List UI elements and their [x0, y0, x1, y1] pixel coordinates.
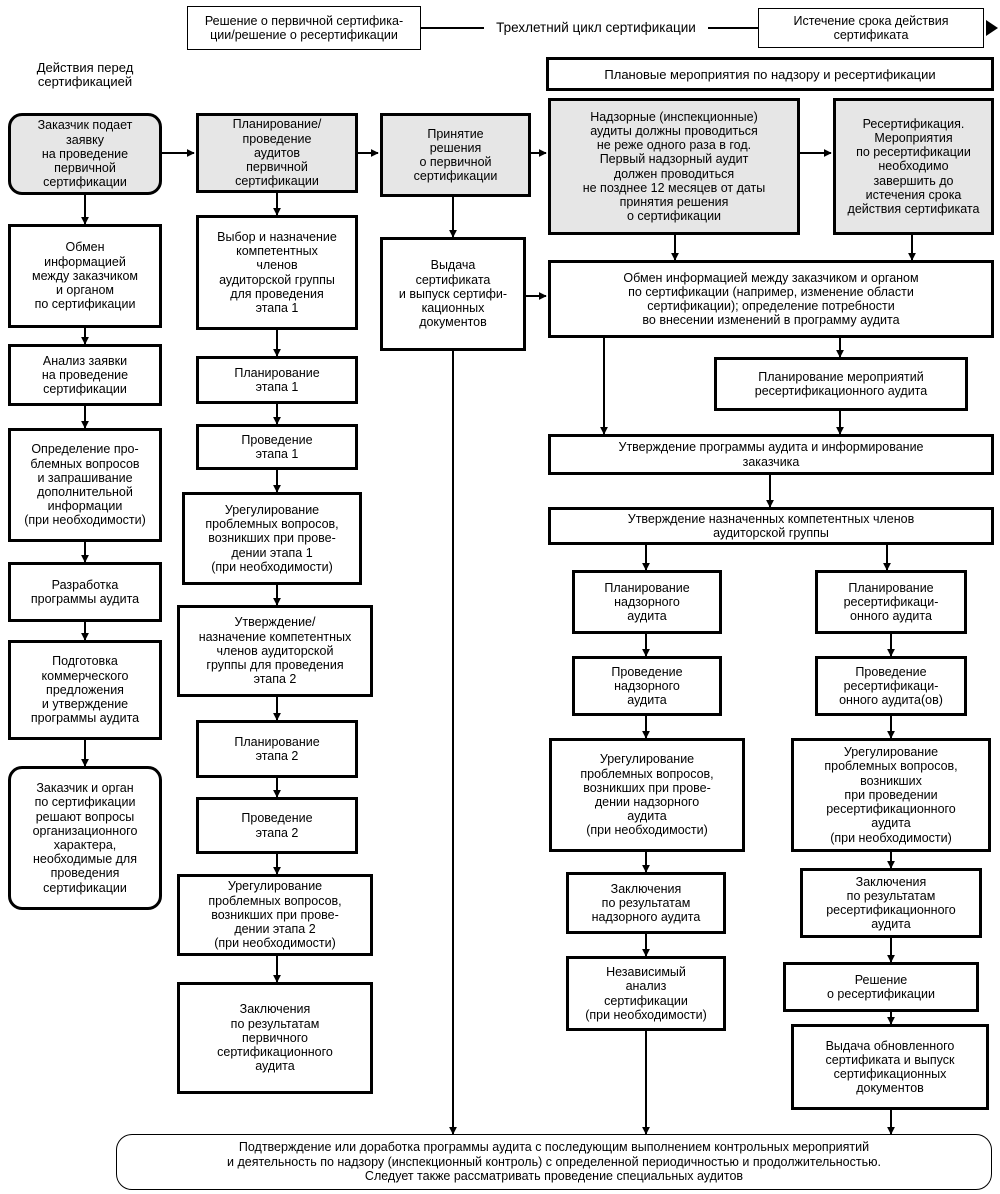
header-expiry-box: Истечение срока действия сертификата	[758, 8, 984, 48]
recertification-requirements: Ресертификация. Мероприятия по ресертифи…	[833, 98, 994, 235]
c1-application: Заказчик подает заявку на проведение пер…	[8, 113, 162, 195]
header-decision-box: Решение о первичной сертифика- ции/решен…	[187, 6, 421, 50]
c2-plan-stage2: Планирование этапа 2	[196, 720, 358, 778]
c1-info-exchange: Обмен информацией между заказчиком и орг…	[8, 224, 162, 328]
c3-initial-decision: Принятие решения о первичной сертификаци…	[380, 113, 531, 197]
c5-issue-updated-certificate: Выдача обновленного сертификата и выпуск…	[791, 1024, 989, 1110]
c2-assign-team-stage2: Утверждение/ назначение компетентных чле…	[177, 605, 373, 697]
surveillance-requirements: Надзорные (инспекционные) аудиты должны …	[548, 98, 800, 235]
c2-initial-conclusions: Заключения по результатам первичного сер…	[177, 982, 373, 1094]
timeline-end-arrow	[986, 20, 998, 36]
c1-audit-program: Разработка программы аудита	[8, 562, 162, 622]
c1-application-review: Анализ заявки на проведение сертификации	[8, 344, 162, 406]
footer-confirmation: Подтверждение или доработка программы ау…	[116, 1134, 992, 1190]
c2-resolve-stage2: Урегулирование проблемных вопросов, возн…	[177, 874, 373, 956]
c2-initial-audits: Планирование/ проведение аудитов первичн…	[196, 113, 358, 193]
c5-recert-decision: Решение о ресертификации	[783, 962, 979, 1012]
c4-surveillance-conclusions: Заключения по результатам надзорного ауд…	[566, 872, 726, 934]
approve-audit-program: Утверждение программы аудита и информиро…	[548, 434, 994, 475]
header-cycle-label: Трехлетний цикл сертификации	[496, 19, 696, 35]
c2-select-team-stage1: Выбор и назначение компетентных членов а…	[196, 215, 358, 330]
exchange-info-right: Обмен информацией между заказчиком и орг…	[548, 260, 994, 338]
c2-plan-stage1: Планирование этапа 1	[196, 356, 358, 404]
plan-recert-activities: Планирование мероприятий ресертификацион…	[714, 357, 968, 411]
c4-plan-surveillance: Планирование надзорного аудита	[572, 570, 722, 634]
c2-conduct-stage2: Проведение этапа 2	[196, 797, 358, 854]
c2-conduct-stage1: Проведение этапа 1	[196, 424, 358, 470]
c3-issue-certificate: Выдача сертификата и выпуск сертифи- кац…	[380, 237, 526, 351]
c5-conduct-recert: Проведение ресертификаци- онного аудита(…	[815, 656, 967, 716]
pre-actions-label: Действия перед сертификацией	[36, 59, 134, 89]
approve-team-members: Утверждение назначенных компетентных чле…	[548, 507, 994, 545]
surveillance-title-box: Плановые мероприятия по надзору и ресерт…	[546, 57, 994, 91]
c5-recert-conclusions: Заключения по результатам ресертификацио…	[800, 868, 982, 938]
c1-problem-issues: Определение про- блемных вопросов и запр…	[8, 428, 162, 542]
c2-resolve-stage1: Урегулирование проблемных вопросов, возн…	[182, 492, 362, 585]
c1-organizational-issues: Заказчик и орган по сертификации решают …	[8, 766, 162, 910]
c4-conduct-surveillance: Проведение надзорного аудита	[572, 656, 722, 716]
c4-resolve-surveillance: Урегулирование проблемных вопросов, возн…	[549, 738, 745, 852]
c1-commercial-offer: Подготовка коммерческого предложения и у…	[8, 640, 162, 740]
c5-resolve-recert: Урегулирование проблемных вопросов, возн…	[791, 738, 991, 852]
c4-independent-review: Независимый анализ сертификации (при нео…	[566, 956, 726, 1031]
c5-plan-recert: Планирование ресертификаци- онного аудит…	[815, 570, 967, 634]
